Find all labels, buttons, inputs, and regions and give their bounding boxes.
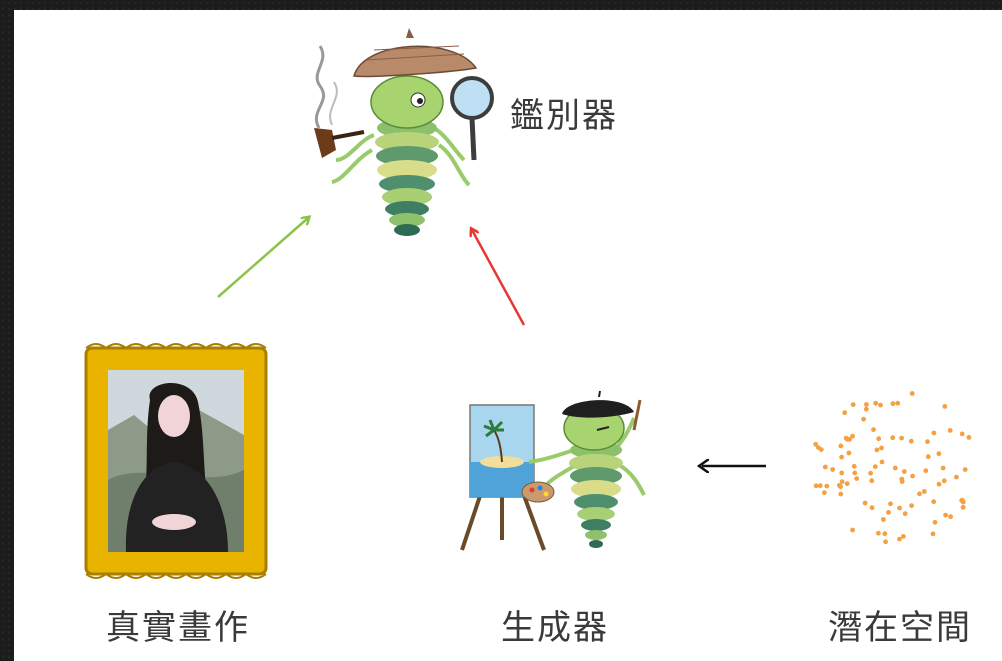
latent-dot	[838, 491, 844, 497]
latent-dot	[886, 510, 891, 515]
latent-dot	[852, 470, 858, 476]
latent-dot	[932, 519, 938, 525]
latent-dot	[846, 450, 852, 456]
latent-dot	[864, 402, 869, 407]
latent-dot	[947, 428, 953, 433]
latent-dot	[817, 483, 823, 489]
latent-dot	[878, 402, 883, 408]
latent-dot	[941, 478, 947, 484]
latent-dot	[940, 465, 946, 471]
real-painting-label: 真實畫作	[106, 608, 250, 648]
latent-dot	[842, 410, 848, 416]
latent-dot	[899, 435, 904, 441]
latent-dot	[892, 465, 898, 471]
generator-label: 生成器	[501, 608, 609, 648]
latent-dot	[872, 464, 878, 470]
latent-dot	[861, 416, 866, 422]
latent-dot	[917, 491, 922, 497]
latent-dot	[873, 400, 879, 406]
latent-dot	[902, 511, 908, 517]
real-to-discriminator-arrow	[217, 218, 308, 298]
latent-dot	[890, 401, 896, 407]
latent-dot	[909, 391, 915, 396]
latent-dot	[869, 478, 875, 484]
latent-dot	[876, 530, 881, 536]
latent-dot	[850, 433, 855, 439]
latent-dot	[901, 534, 906, 539]
latent-dot	[843, 435, 849, 441]
gan-diagram	[84, 28, 972, 579]
discriminator-label: 鑑別器	[510, 96, 618, 136]
latent-dot	[868, 470, 873, 476]
discriminator-body	[375, 118, 439, 236]
discriminator-icon	[314, 28, 494, 236]
latent-dot	[839, 479, 845, 485]
latent-dot	[863, 406, 869, 412]
latent-dot	[959, 497, 965, 503]
latent-dot	[854, 476, 860, 481]
latent-dot	[838, 484, 843, 490]
latent-dot	[871, 427, 876, 432]
latent-dot	[959, 431, 965, 437]
latent-dot	[839, 470, 845, 476]
latent-dot	[925, 454, 931, 460]
latent-dot	[942, 404, 948, 409]
latent-dot	[908, 438, 914, 444]
latent-dot	[813, 483, 819, 489]
latent-dot	[921, 489, 927, 494]
latent-dot	[936, 481, 942, 487]
latent-dot	[879, 445, 884, 451]
latent-dot	[830, 467, 836, 472]
latent-dot	[897, 536, 902, 542]
latent-dot	[851, 463, 857, 469]
latent-dot	[948, 514, 953, 520]
latent-dot	[890, 435, 896, 441]
generator-icon	[460, 390, 646, 551]
latent-dot	[931, 499, 937, 505]
latent-dot	[822, 490, 827, 496]
latent-dot	[850, 402, 856, 407]
latent-dot	[925, 439, 930, 445]
latent-dot	[839, 454, 844, 460]
latent-space-label: 潛在空間	[828, 608, 972, 648]
latent-dot	[895, 400, 901, 406]
slide: 鑑別器 真實畫作 生成器 潛在空間	[14, 10, 1002, 661]
latent-space-icon	[813, 391, 972, 545]
latent-dot	[936, 451, 942, 457]
latent-dot	[962, 467, 968, 472]
latent-dot	[881, 517, 886, 522]
latent-dot	[901, 469, 907, 474]
latent-dot	[923, 468, 929, 474]
latent-dot	[943, 512, 948, 518]
latent-dot	[816, 445, 821, 450]
latent-dot	[909, 503, 914, 508]
latent-dot	[813, 441, 819, 447]
latent-dot	[910, 473, 915, 479]
latent-dot	[850, 527, 855, 533]
latent-dot	[954, 474, 959, 480]
latent-dot	[899, 476, 905, 482]
latent-dot	[930, 531, 936, 537]
latent-dot	[966, 435, 972, 440]
latent-dot	[931, 430, 937, 436]
latent-dot	[822, 464, 828, 470]
real-painting-icon	[84, 343, 268, 579]
latent-dot	[838, 443, 844, 449]
latent-dot	[897, 505, 902, 511]
latent-dot	[844, 481, 850, 487]
latent-dot	[888, 501, 893, 507]
latent-dot	[862, 500, 868, 506]
latent-dot	[960, 504, 966, 510]
latent-dot	[882, 531, 888, 537]
latent-dot	[869, 505, 875, 511]
latent-dot	[824, 483, 830, 489]
latent-dot	[876, 436, 882, 442]
latent-dot	[883, 539, 888, 545]
latent-dot	[874, 447, 880, 453]
generator-to-discriminator-arrow	[472, 230, 526, 326]
latent-dot	[879, 459, 885, 465]
